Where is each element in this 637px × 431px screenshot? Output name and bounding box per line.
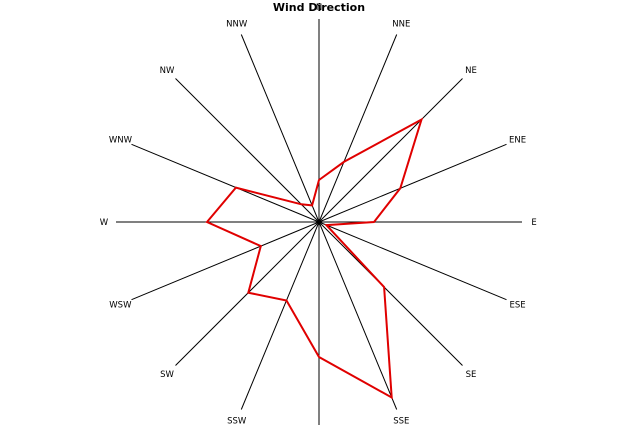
direction-label-se: SE bbox=[466, 370, 477, 380]
direction-label-ne: NE bbox=[465, 66, 477, 76]
series-point-n bbox=[318, 179, 320, 181]
spoke-ssw bbox=[240, 221, 320, 410]
series-polygon bbox=[205, 117, 424, 400]
spoke-wnw bbox=[131, 143, 320, 223]
series-point-w bbox=[206, 221, 208, 223]
series-point-ssw bbox=[285, 299, 288, 302]
chart-title: Wind Direction bbox=[273, 1, 365, 14]
series-point-e bbox=[373, 221, 375, 223]
series-point-ne bbox=[420, 118, 423, 121]
direction-label-e: E bbox=[531, 218, 536, 228]
spoke-sse bbox=[318, 221, 398, 410]
spoke-se bbox=[318, 221, 463, 366]
direction-label-n: N bbox=[316, 3, 322, 13]
direction-label-sse: SSE bbox=[393, 417, 409, 427]
series-point-wnw bbox=[235, 186, 237, 189]
series-vertices-group bbox=[206, 118, 423, 399]
series-point-sse bbox=[390, 396, 393, 399]
spoke-ne bbox=[318, 78, 463, 223]
spoke-ene bbox=[318, 143, 507, 223]
direction-label-ese: ESE bbox=[510, 300, 526, 310]
spoke-nw bbox=[175, 78, 320, 223]
direction-label-sw: SW bbox=[160, 370, 174, 380]
direction-labels-group: NNNENEENEEESESESSESSSWSWWSWWWNWNWNNW bbox=[100, 3, 537, 427]
spoke-sw bbox=[175, 221, 320, 366]
series-point-se bbox=[383, 286, 385, 288]
series-point-wsw bbox=[260, 245, 262, 247]
direction-label-ssw: SSW bbox=[227, 417, 247, 427]
series-point-ene bbox=[399, 187, 402, 190]
direction-label-nw: NW bbox=[160, 66, 175, 76]
series-point-sw bbox=[247, 291, 250, 294]
series-point-nne bbox=[343, 161, 345, 163]
spoke-nne bbox=[318, 34, 398, 223]
spoke-nnw bbox=[240, 34, 320, 223]
direction-label-wsw: WSW bbox=[109, 300, 132, 310]
direction-label-w: W bbox=[100, 218, 109, 228]
series-point-nw bbox=[300, 203, 303, 206]
series-point-ese bbox=[325, 224, 328, 226]
series-point-s bbox=[318, 356, 320, 358]
spoke-wsw bbox=[131, 221, 320, 301]
direction-label-wnw: WNW bbox=[109, 136, 133, 146]
direction-label-ene: ENE bbox=[509, 136, 526, 146]
series-point-nnw bbox=[311, 204, 313, 207]
direction-label-nnw: NNW bbox=[226, 19, 248, 29]
spokes-group bbox=[116, 19, 522, 425]
spoke-ese bbox=[318, 221, 507, 301]
direction-label-nne: NNE bbox=[392, 19, 410, 29]
